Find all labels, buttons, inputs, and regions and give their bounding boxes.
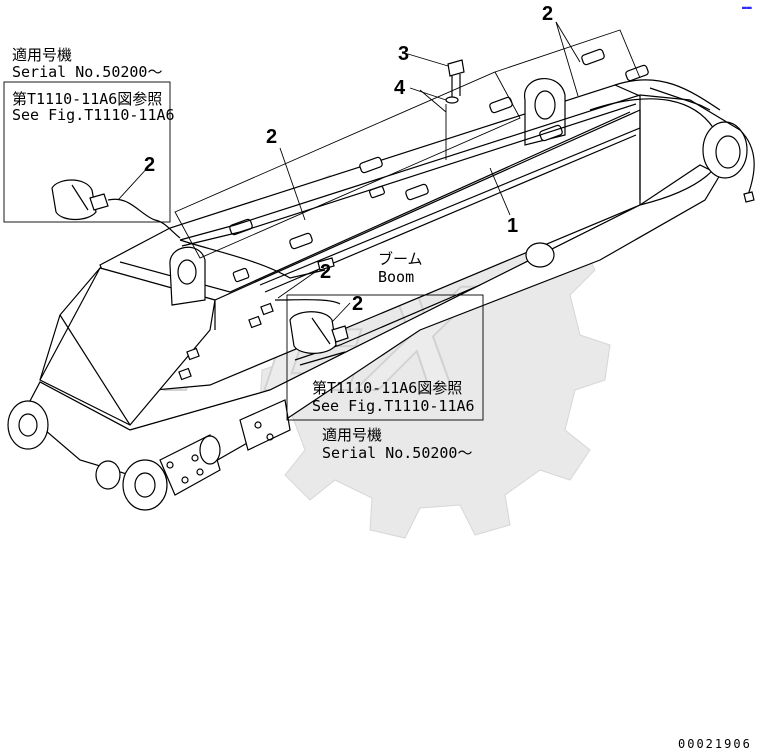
ref-label-jp-left: 第T1110-11A6図参照 [12,90,162,108]
corner-mark: ▬▬ [742,3,752,12]
boom-foot-lug-center [95,460,121,490]
boom-foot-lug-left [7,400,49,450]
part-number-2-lamp-center: 2 [352,293,363,315]
callout-box-center [286,294,484,421]
drawing-number: 00021906 [678,737,752,751]
serial-label-jp-center: 適用号機 [322,426,382,444]
boom-lower-body [19,164,721,476]
part-number-2-upper: 2 [266,126,277,148]
serial-label-jp-top: 適用号機 [12,46,72,64]
boom-label-en: Boom [378,268,414,286]
boom-foot-lug-right [122,459,168,511]
part-number-2-lamp-left: 2 [144,154,155,176]
serial-label-en-top: Serial No.50200～ [12,63,162,81]
work-lamp-left [51,179,181,239]
leader-lines [117,21,581,323]
boom-label-jp: ブーム [378,250,423,268]
cylinder-bracket-mid [169,246,206,306]
hose-lines [179,87,755,366]
washer [445,96,459,104]
ref-label-en-left: See Fig.T1110-11A6 [12,106,175,124]
part-number-3: 3 [398,43,409,65]
labels: 適用号機 Serial No.50200～ 第T1110-11A6図参照 See… [12,3,752,751]
serial-label-en-center: Serial No.50200～ [322,444,472,462]
part-number-2-mid: 2 [320,261,331,283]
part-number-2-top-right: 2 [542,3,553,25]
callout-box-left [3,81,171,223]
bolt [447,59,465,77]
callout-frames [3,29,641,421]
part-number-1: 1 [507,215,518,237]
bolt-assembly [419,59,465,160]
part-number-4: 4 [394,77,406,99]
ref-label-jp-center: 第T1110-11A6図参照 [312,379,462,397]
work-lamp-center [289,311,349,354]
hose-line-upper [179,94,755,241]
boom-body [7,78,748,511]
ref-label-en-center: See Fig.T1110-11A6 [312,397,475,415]
